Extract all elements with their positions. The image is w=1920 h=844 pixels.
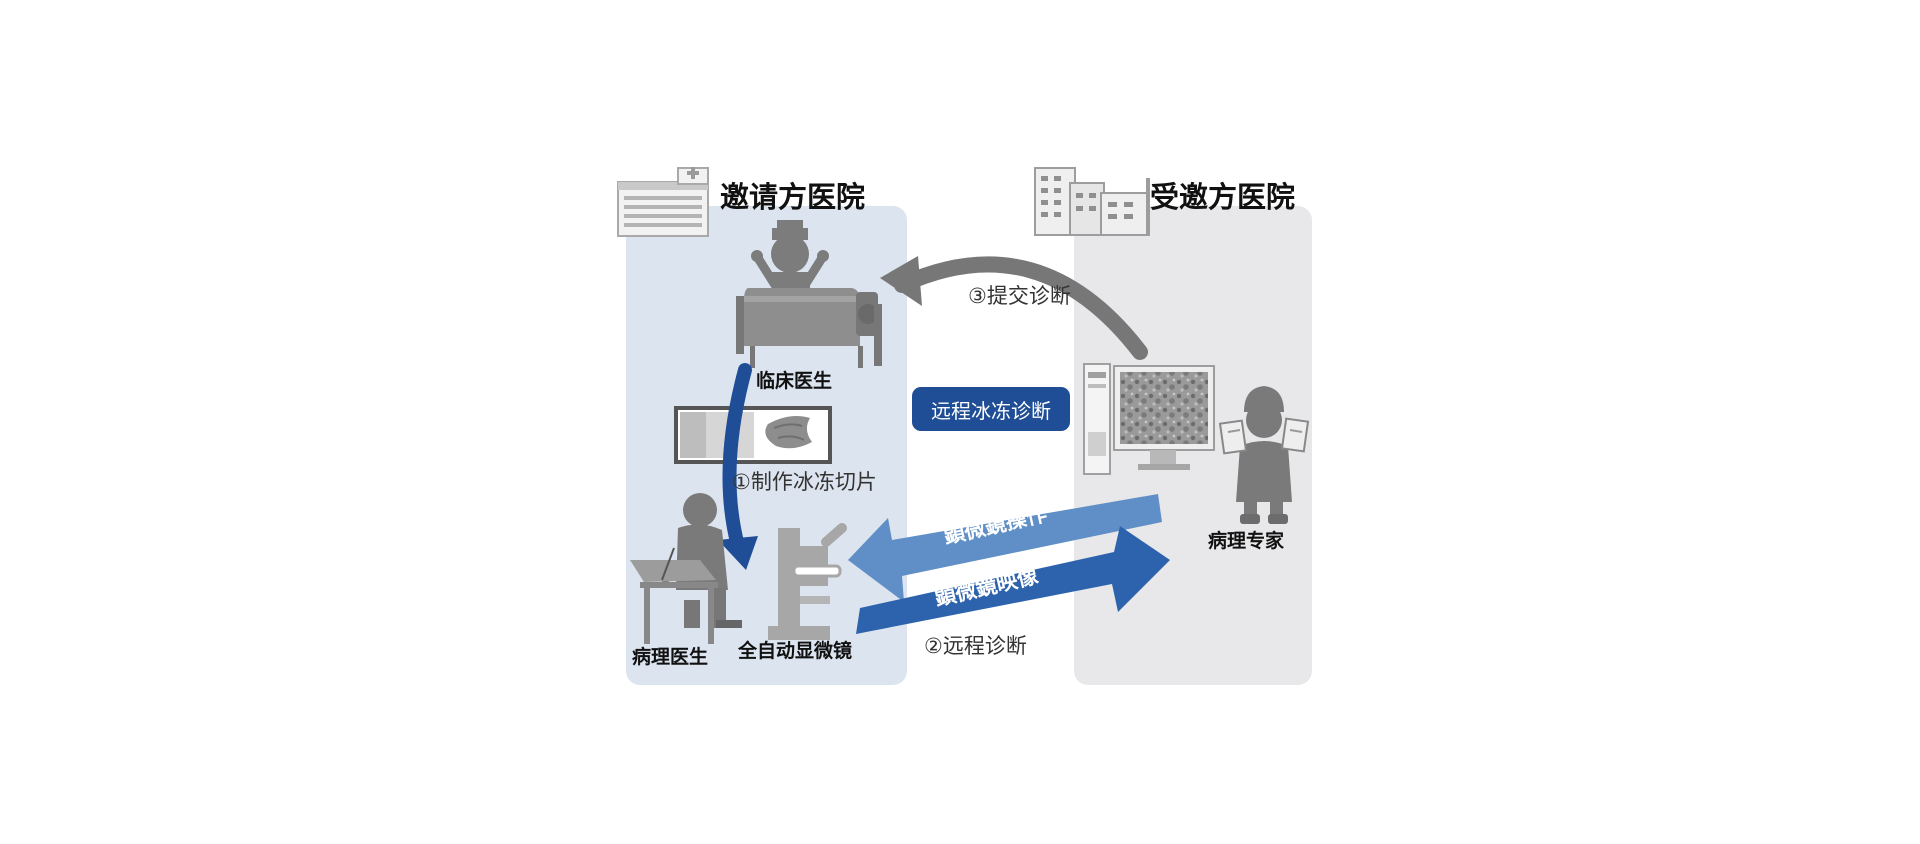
operation-arrow: 顕微鏡操作 — [848, 494, 1162, 602]
computer-monitor-icon — [1083, 363, 1215, 475]
clinician-label: 临床医生 — [756, 370, 833, 392]
patient-bed-icon — [736, 220, 882, 368]
step2-label: ②远程诊断 — [924, 634, 1027, 658]
frozen-section-slide-icon — [674, 406, 832, 464]
microscope-label: 全自动显微镜 — [738, 640, 853, 662]
hospital-building-icon — [1034, 167, 1150, 236]
microscope-icon — [768, 523, 847, 640]
hospital-icon — [617, 167, 709, 237]
pathologist-desk-icon — [630, 493, 742, 644]
step1-label: ①制作冰冻切片 — [732, 470, 877, 494]
step3-arrow — [880, 256, 1148, 360]
remote-frozen-diagnosis-badge: 远程冰冻诊断 — [912, 387, 1070, 431]
expert-label: 病理专家 — [1208, 530, 1285, 552]
step1-arrow — [718, 363, 758, 570]
step3-label: ③提交诊断 — [968, 284, 1071, 308]
right-hospital-title: 受邀方医院 — [1150, 180, 1296, 214]
pathologist-label: 病理医生 — [632, 646, 709, 668]
left-hospital-title: 邀请方医院 — [720, 180, 866, 214]
expert-icon — [1218, 386, 1310, 524]
